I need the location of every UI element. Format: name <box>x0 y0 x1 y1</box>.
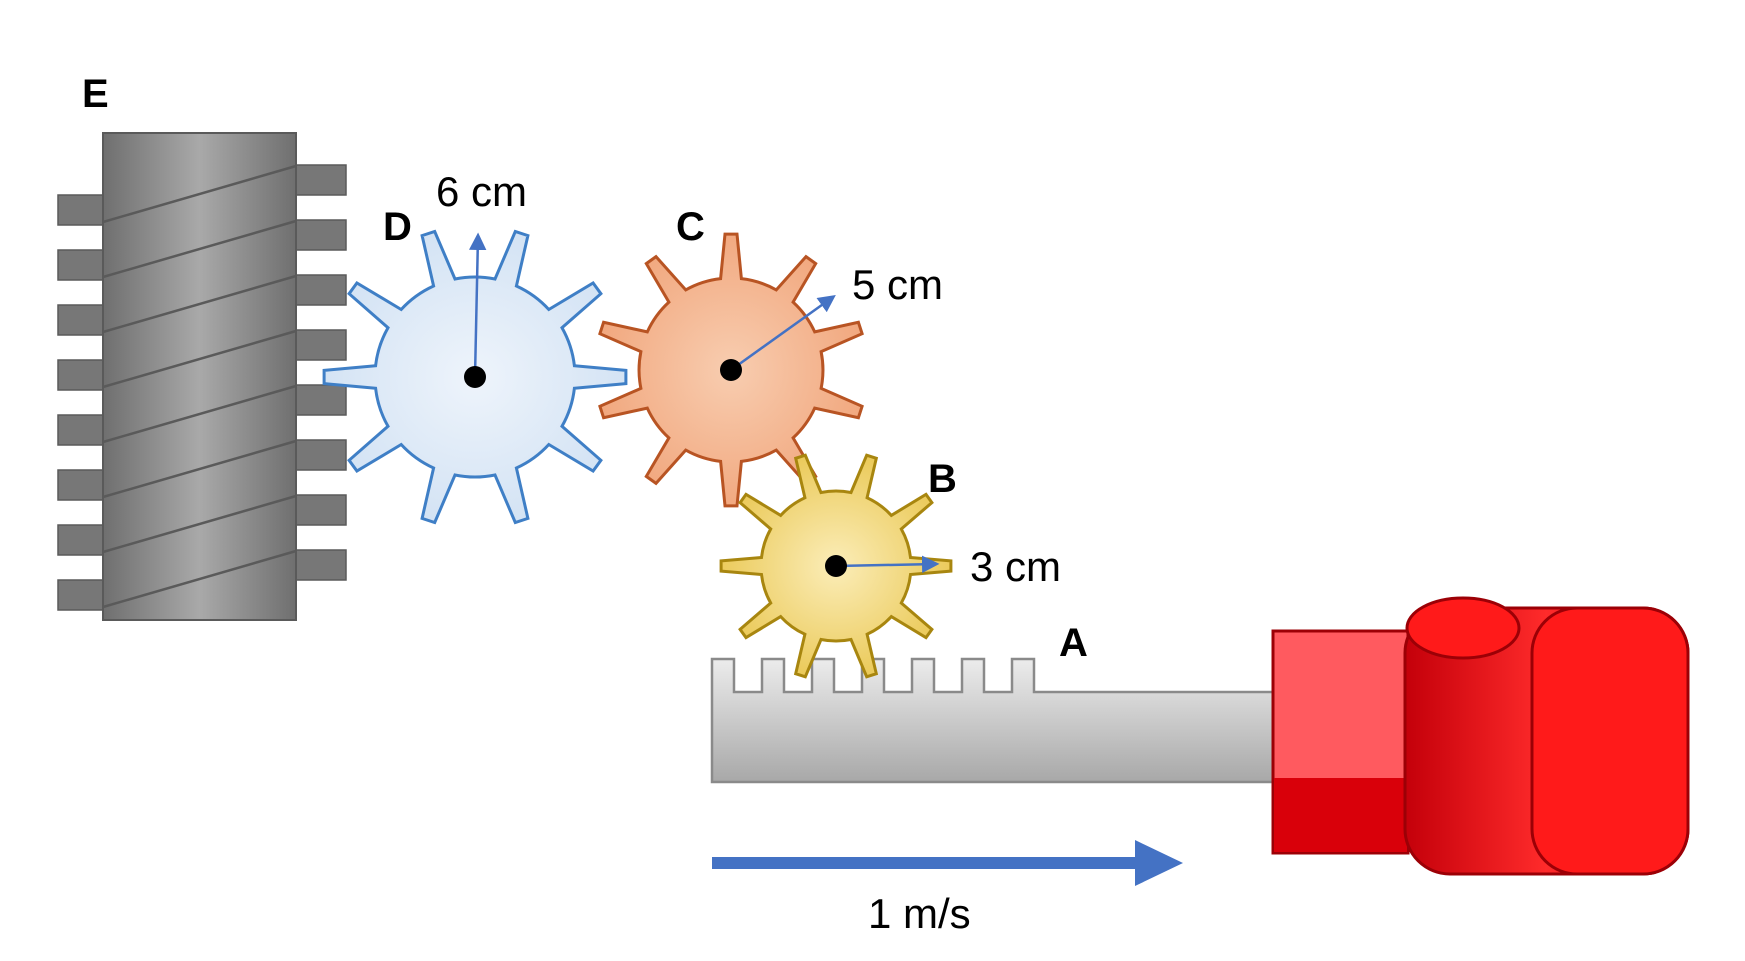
worm-tooth-left <box>57 249 107 281</box>
worm-threads <box>102 164 297 609</box>
gear-b-radius-arrow <box>835 555 940 574</box>
worm-tooth-left <box>57 579 107 611</box>
label-a: A <box>1059 621 1088 665</box>
label-e: E <box>82 72 109 116</box>
worm-tooth-left <box>57 524 107 556</box>
gear-c-radius-arrow <box>730 294 836 372</box>
worm-thread-line <box>102 219 297 279</box>
worm-tooth-right <box>292 219 347 251</box>
worm-tooth-right <box>292 329 347 361</box>
gear-d <box>322 229 628 525</box>
gear-c <box>598 232 864 508</box>
motor-end-cap <box>1530 606 1690 876</box>
label-c: C <box>676 205 705 249</box>
motor <box>1271 596 1690 876</box>
worm-body <box>102 132 297 621</box>
rack-body <box>710 657 1275 784</box>
worm-thread-line <box>102 549 297 609</box>
gear-b-radius-label: 3 cm <box>970 543 1061 590</box>
worm-thread-line <box>102 329 297 389</box>
gear-d-radius-arrow <box>468 232 487 378</box>
worm-tooth-right <box>292 494 347 526</box>
motor-front-block-shade <box>1274 778 1407 852</box>
worm-thread-line <box>102 384 297 444</box>
worm-tooth-left <box>57 359 107 391</box>
worm-thread-line <box>102 439 297 499</box>
motor-top-cap <box>1405 596 1521 660</box>
gear-d-radius-label: 6 cm <box>436 168 527 215</box>
gear-c-radius-label: 5 cm <box>852 261 943 308</box>
worm-tooth-right <box>292 549 347 581</box>
label-d: D <box>383 205 412 249</box>
gear-c-center <box>720 359 742 381</box>
gear-b <box>719 453 953 679</box>
worm-thread-line <box>102 494 297 554</box>
worm-tooth-left <box>57 469 107 501</box>
worm-tooth-right <box>292 439 347 471</box>
worm-tooth-right <box>292 384 347 416</box>
gear-d-center <box>464 366 486 388</box>
velocity-label: 1 m/s <box>868 890 971 937</box>
gear-b-center <box>825 555 847 577</box>
rack-a <box>710 657 1275 784</box>
worm-tooth-left <box>57 304 107 336</box>
worm-tooth-left <box>57 194 107 226</box>
worm-tooth-right <box>292 274 347 306</box>
worm-screw-e <box>57 132 347 621</box>
worm-thread-line <box>102 274 297 334</box>
label-b: B <box>928 457 957 501</box>
velocity-arrow <box>712 840 1183 886</box>
worm-tooth-left <box>57 414 107 446</box>
worm-teeth <box>57 164 347 611</box>
worm-tooth-right <box>292 164 347 196</box>
worm-thread-line <box>102 164 297 224</box>
